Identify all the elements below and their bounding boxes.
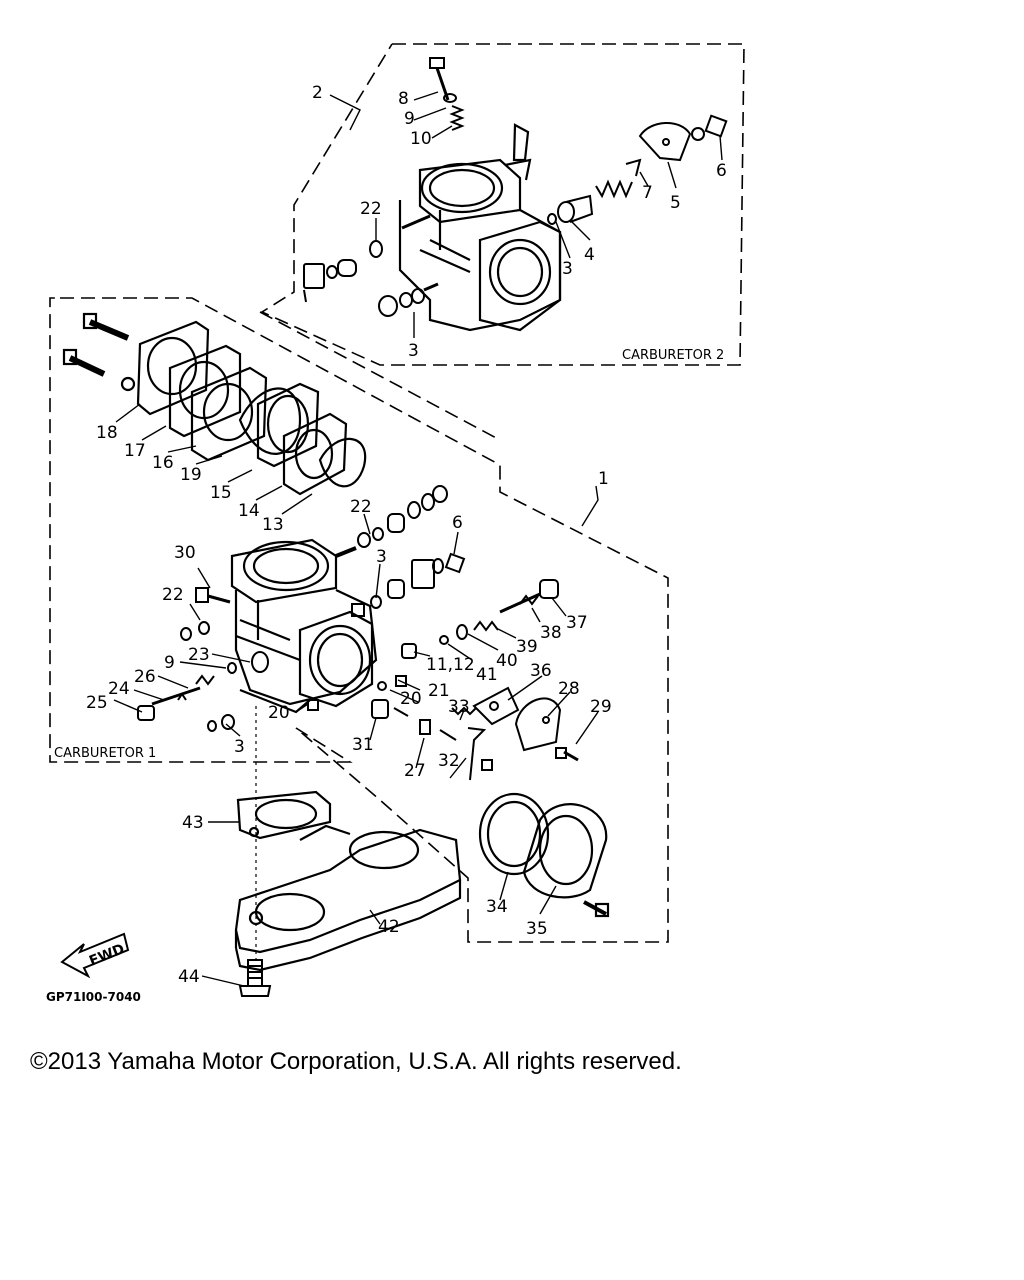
- callout: 19: [180, 465, 202, 485]
- callout: 44: [178, 967, 200, 987]
- callout: 38: [540, 623, 562, 643]
- callout: 3: [408, 341, 419, 361]
- carburetor-2-parts: [303, 57, 728, 317]
- callout: 22: [162, 585, 184, 605]
- callout: 3: [234, 737, 245, 757]
- callout: 27: [404, 761, 426, 781]
- callout: 17: [124, 441, 146, 461]
- carburetor-2-boundary: [260, 43, 745, 366]
- copyright-notice: ©2013 Yamaha Motor Corporation, U.S.A. A…: [30, 1048, 682, 1075]
- intake-manifold: [234, 790, 462, 972]
- callout: 42: [378, 917, 400, 937]
- callout: 32: [438, 751, 460, 771]
- callout: 37: [566, 613, 588, 633]
- mounting-bolt: [238, 959, 272, 997]
- callout: 5: [670, 193, 681, 213]
- callout: 1: [598, 469, 609, 489]
- callout: 28: [558, 679, 580, 699]
- callout: 26: [134, 667, 156, 687]
- callout: 4: [584, 245, 595, 265]
- callout: 18: [96, 423, 118, 443]
- callout: 14: [238, 501, 260, 521]
- callout: 9: [404, 109, 415, 129]
- callout: 25: [86, 693, 108, 713]
- callout: 22: [360, 199, 382, 219]
- callout: 35: [526, 919, 548, 939]
- callout: 9: [164, 653, 175, 673]
- callout: 3: [562, 259, 573, 279]
- diaphragm-and-cover: [478, 792, 610, 918]
- callout: 8: [398, 89, 409, 109]
- drawing-code: GP71I00-7040: [46, 990, 141, 1004]
- carburetor-1-body: [230, 538, 378, 714]
- callout: 2: [312, 83, 323, 103]
- callout: 22: [350, 497, 372, 517]
- leader-lines: [113, 91, 723, 987]
- callout: 7: [642, 183, 653, 203]
- callout: 10: [410, 129, 432, 149]
- callout: 15: [210, 483, 232, 503]
- callout: 33: [448, 697, 470, 717]
- callout: 34: [486, 897, 508, 917]
- callout: 13: [262, 515, 284, 535]
- fwd-arrow-icon: FWD: [60, 932, 130, 979]
- callout: 20: [268, 703, 290, 723]
- callout: 16: [152, 453, 174, 473]
- callout: 29: [590, 697, 612, 717]
- carburetor-1-parts: [137, 485, 579, 781]
- callout: 41: [476, 665, 498, 685]
- callout: 39: [516, 637, 538, 657]
- callout-numbers: 2 8 9 10 6 5 7 22 3 4 3 18 17 16 19 15 1…: [86, 83, 727, 987]
- callout: 30: [174, 543, 196, 563]
- callout: 43: [182, 813, 204, 833]
- callout: 24: [108, 679, 130, 699]
- callout: 6: [716, 161, 727, 181]
- carburetor-1-label: CARBURETOR 1: [54, 746, 156, 761]
- callout: 21: [428, 681, 450, 701]
- callout: 20: [400, 689, 422, 709]
- callout: 36: [530, 661, 552, 681]
- gasket-stack: [62, 312, 367, 496]
- carburetor-2-label: CARBURETOR 2: [622, 348, 724, 363]
- callout: 3: [376, 547, 387, 567]
- carburetor-1-boundary: [49, 297, 669, 943]
- exploded-carburetor-diagram: FWD 2 8 9 10 6 5 7 22 3 4 3: [46, 43, 745, 1004]
- callout: 31: [352, 735, 374, 755]
- callout: 6: [452, 513, 463, 533]
- carburetor-2-body: [398, 123, 562, 332]
- callout: 11,12: [426, 655, 475, 675]
- callout: 40: [496, 651, 518, 671]
- callout: 23: [188, 645, 210, 665]
